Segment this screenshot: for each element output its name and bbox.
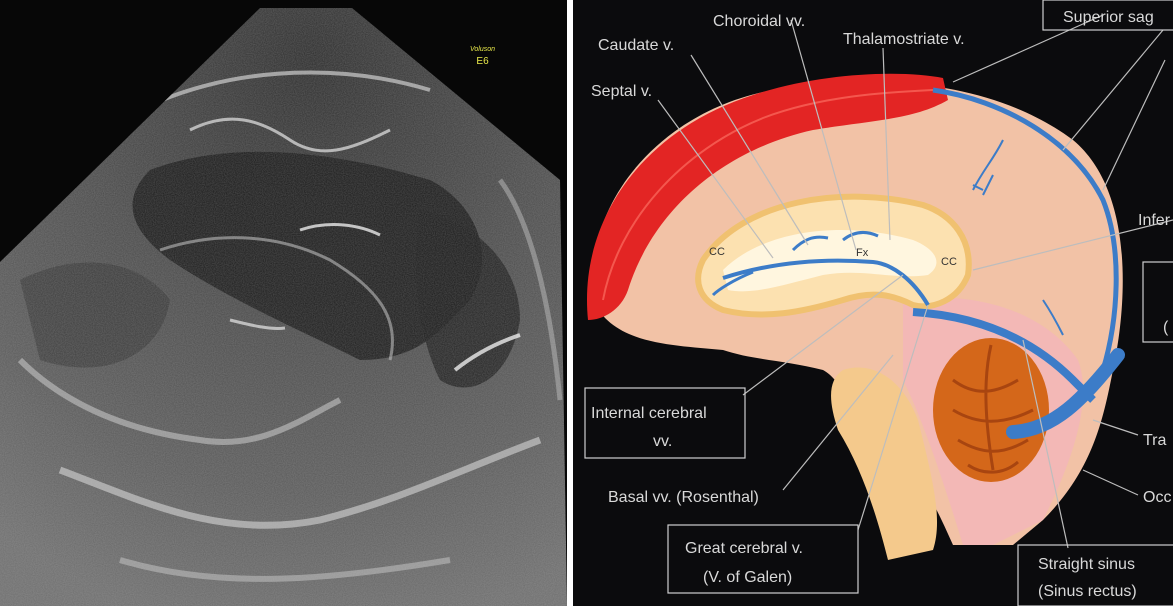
label-straight-sinus-2: (Sinus rectus) [1038,583,1137,600]
label-fx: Fx [856,247,869,259]
anatomy-diagram-panel: Superior sag Choroidal vv. Caudate v. Th… [573,0,1173,606]
label-inferior: Infer [1138,212,1171,229]
label-right-box: ( [1163,319,1169,336]
right-label-box [1143,262,1173,342]
model-text: E6 [470,56,495,68]
label-occipital: Occ [1143,489,1171,506]
label-internal-cerebral-2: vv. [653,433,672,450]
label-internal-cerebral-1: Internal cerebral [591,405,707,422]
label-transverse: Tra [1143,432,1167,449]
label-great-cerebral-1: Great cerebral v. [685,540,803,557]
label-cc-left: CC [709,246,725,258]
label-caudate-v: Caudate v. [598,37,674,54]
brain-venous-diagram: Superior sag Choroidal vv. Caudate v. Th… [573,0,1173,606]
label-great-cerebral-2: (V. of Galen) [703,569,792,586]
label-choroidal-vv: Choroidal vv. [713,13,805,30]
cerebellum [933,338,1049,482]
label-thalamostriate-v: Thalamostriate v. [843,31,965,48]
label-basal-vv: Basal vv. (Rosenthal) [608,489,759,506]
label-cc-right: CC [941,256,957,268]
ultrasound-panel: Voluson E6 [0,0,567,606]
label-superior-sag: Superior sag [1063,9,1154,26]
brand-text: Voluson [470,44,495,56]
label-straight-sinus-1: Straight sinus [1038,556,1135,573]
ultrasound-brand-label: Voluson E6 [470,44,495,68]
ultrasound-image [0,0,567,606]
label-septal-v: Septal v. [591,83,652,100]
